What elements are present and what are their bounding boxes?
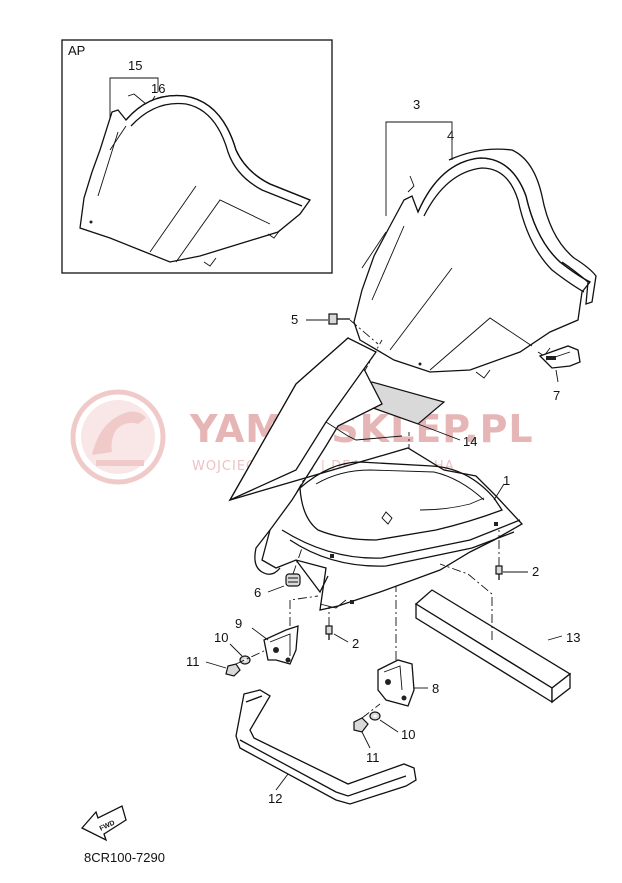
diagram-code: 8CR100-7290: [84, 850, 165, 865]
callout-2b: 2: [352, 636, 359, 651]
callout-2a: 2: [532, 564, 539, 579]
callout-9: 9: [235, 616, 242, 631]
callout-6: 6: [254, 585, 261, 600]
part-13-foam-block: 13: [414, 563, 580, 704]
callout-16: 16: [151, 81, 165, 96]
callout-7: 7: [553, 388, 560, 403]
watermark-logo: [70, 389, 166, 485]
windshield: [353, 148, 597, 379]
part-1-hood: 1: [228, 336, 524, 611]
part-11-nut-left: 11: [186, 649, 267, 677]
callout-15: 15: [128, 58, 142, 73]
callout-1: 1: [503, 473, 510, 488]
part-2-screw-b: 2: [325, 606, 359, 651]
part-8-bracket: 8: [377, 586, 439, 707]
part-2-screw-a: 2: [495, 530, 539, 580]
part-6-grommet: 6: [254, 547, 303, 600]
callout-8: 8: [432, 681, 439, 696]
part-7-clip: 7: [538, 345, 581, 403]
callout-13: 13: [566, 630, 580, 645]
callout-12: 12: [268, 791, 282, 806]
callout-11b: 11: [366, 750, 380, 765]
callout-5: 5: [291, 312, 298, 327]
callout-11a: 11: [186, 654, 200, 669]
fwd-arrow-icon: FWD: [80, 805, 127, 842]
callout-10a: 10: [214, 630, 228, 645]
callout-14: 14: [463, 434, 477, 449]
inset-ap: AP 15 16: [61, 39, 333, 274]
part-10-washer-right: 10: [369, 711, 415, 742]
callout-10b: 10: [401, 727, 415, 742]
inset-label: AP: [68, 43, 85, 58]
callout-3: 3: [413, 97, 420, 112]
part-10-washer-left: 10: [214, 630, 251, 665]
inset-windshield: [79, 93, 312, 267]
part-11-nut-right: 11: [353, 703, 381, 765]
part-9-bracket: 9: [235, 595, 319, 665]
part-12-bumper: 12: [235, 689, 417, 806]
callout-4: 4: [447, 128, 454, 143]
